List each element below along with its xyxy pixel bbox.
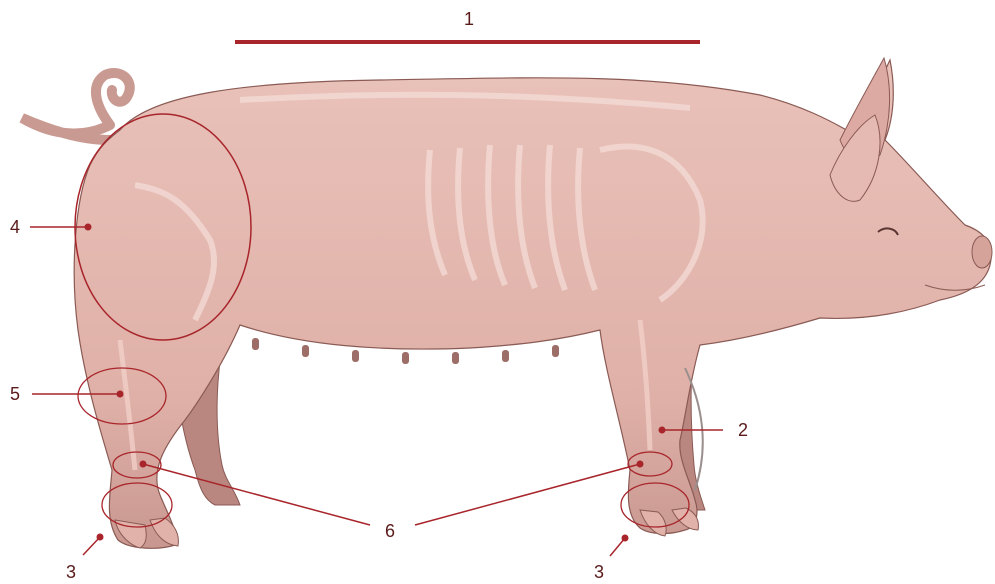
label-2: 2	[738, 420, 748, 440]
tail	[22, 73, 130, 140]
label-3-hind: 3	[66, 562, 76, 582]
label-6: 6	[385, 521, 395, 541]
leader-6a	[143, 464, 370, 525]
leader-6b	[415, 464, 640, 525]
label-4: 4	[10, 217, 20, 237]
hooves	[115, 508, 698, 548]
snout	[972, 236, 992, 268]
label-1: 1	[464, 9, 474, 29]
label-5: 5	[10, 384, 20, 404]
label-3-front: 3	[594, 562, 604, 582]
leader-3b	[610, 538, 625, 556]
leader-3a	[83, 537, 100, 555]
